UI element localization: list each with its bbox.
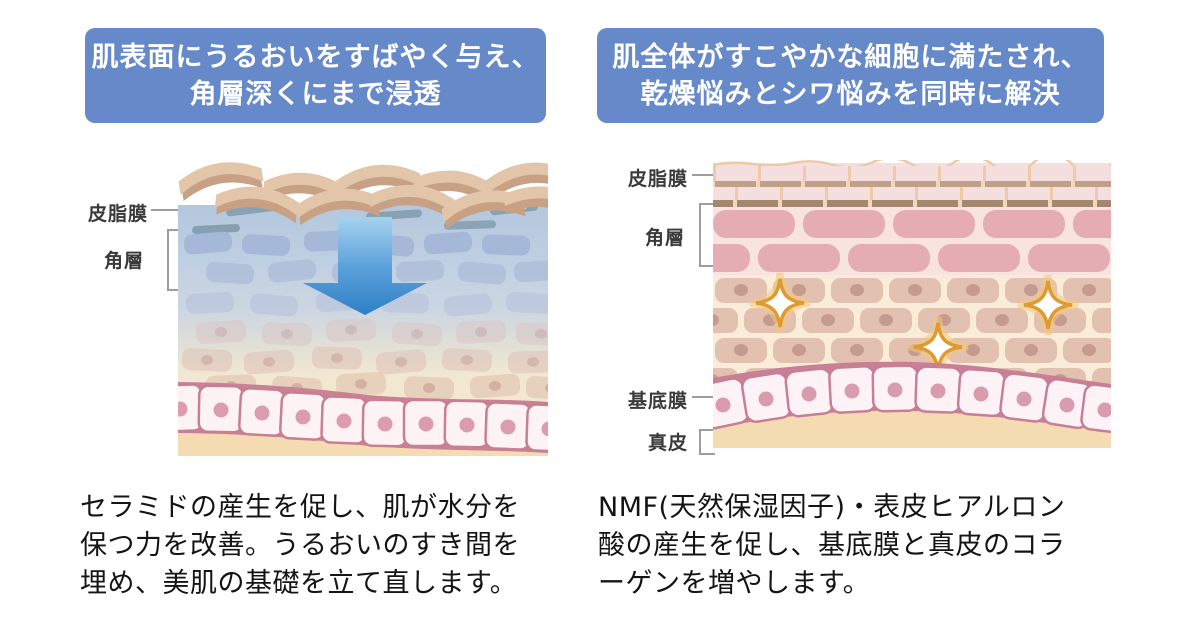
label-line — [151, 209, 187, 211]
dermis-layer — [178, 433, 548, 456]
right-description: NMF(天然保湿因子)・表皮ヒアルロン 酸の産生を促し、基底膜と真皮のコラ ーゲ… — [598, 492, 1066, 599]
label-bracket — [167, 229, 183, 291]
left-header-banner: 肌表面にうるおいをすばやく与え、 角層深くにまで浸透 — [85, 28, 546, 123]
label-line — [692, 174, 725, 176]
label-sebum-film-left: 皮脂膜 — [88, 203, 149, 225]
left-description: セラミドの産生を促し、肌が水分を 保つ力を改善。うるおいのすき間を 埋め、美肌の… — [80, 492, 520, 599]
moisture-arrow-down-icon — [303, 217, 427, 315]
label-bracket — [699, 203, 715, 267]
label-bracket — [699, 429, 715, 455]
dermis-layer — [713, 410, 1111, 448]
basal-cell-nuclei — [178, 401, 548, 437]
sebum-film-layer — [713, 160, 1111, 207]
dry-skin-diagram — [178, 156, 548, 456]
label-sebum-film-right: 皮脂膜 — [628, 168, 689, 190]
basal-cell-nuclei — [715, 382, 1111, 418]
label-basement-membrane: 基底膜 — [628, 390, 689, 412]
healthy-skin-diagram — [713, 160, 1111, 448]
healthy-corneum-bricks — [713, 207, 1111, 275]
label-line — [692, 396, 725, 398]
label-stratum-corneum-left: 角層 — [104, 250, 145, 272]
label-stratum-corneum-right: 角層 — [645, 227, 686, 249]
label-dermis: 真皮 — [648, 432, 689, 454]
right-header-banner: 肌全体がすこやかな細胞に満たされ、 乾燥悩みとシワ悩みを同時に解決 — [597, 28, 1104, 123]
